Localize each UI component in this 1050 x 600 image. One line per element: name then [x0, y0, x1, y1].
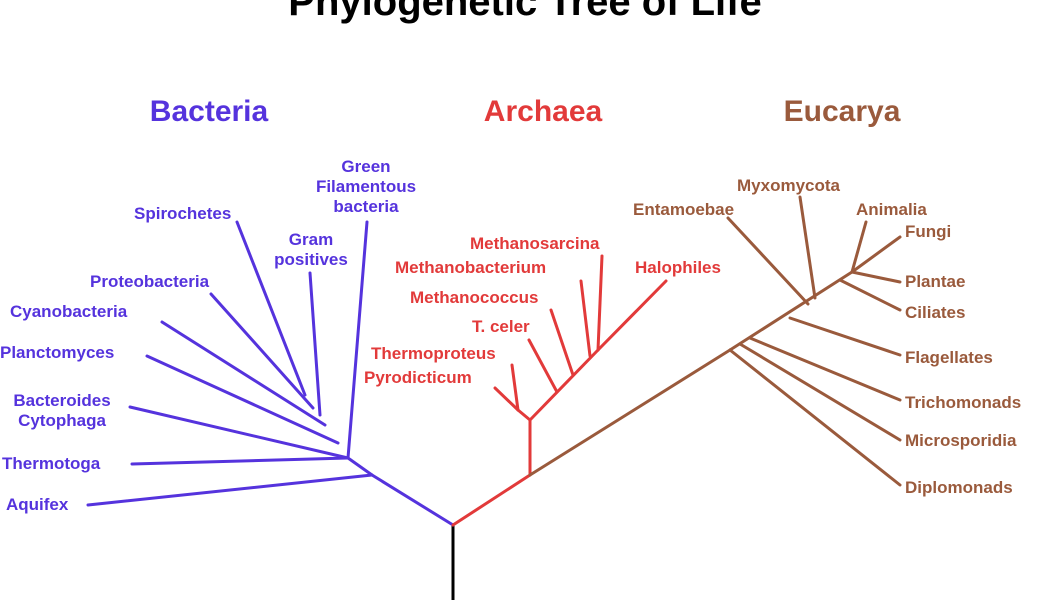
label-thermoproteus: Thermoproteus [371, 344, 496, 363]
label-planctomyces: Planctomyces [0, 343, 115, 362]
label-flagellates: Flagellates [905, 348, 993, 367]
label-aquifex: Aquifex [6, 495, 69, 514]
branch-fungi [850, 235, 902, 274]
branch-thermoproteus-tip [510, 363, 520, 412]
label-methanosarcina: Methanosarcina [470, 234, 600, 253]
branch-microsporidia [738, 342, 902, 442]
domain-label-archaea: Archaea [483, 95, 603, 128]
label-green-filamentous-bacteria: Green Filamentous bacteria [315, 157, 417, 216]
archaea-branches [451, 254, 668, 527]
branch-trichomonads [748, 336, 902, 402]
label-gram-positives: Gram positives [274, 230, 348, 269]
branch-planctomyces [145, 354, 340, 445]
branch-bacteria-main [370, 473, 455, 527]
branch-archaea-main [451, 473, 532, 527]
label-halophiles: Halophiles [635, 258, 721, 277]
label-proteobacteria: Proteobacteria [90, 272, 210, 291]
branch-animalia [850, 220, 868, 274]
branch-ciliates [838, 278, 902, 312]
branch-t-celer [527, 338, 559, 394]
branch-archaea-inner [528, 348, 600, 422]
label-plantae: Plantae [905, 272, 966, 291]
branch-gram-positives [308, 271, 322, 417]
branch-bacteroides [128, 405, 350, 460]
domain-label-eucarya: Eucarya [783, 95, 901, 128]
label-animalia: Animalia [856, 200, 927, 219]
bacteria-branches [86, 220, 455, 527]
eucarya-branches [528, 195, 902, 487]
label-t-celer: T. celer [472, 317, 530, 336]
branch-cyanobacteria [160, 320, 327, 427]
branch-plantae [850, 270, 902, 284]
branch-pyrodicticum [493, 386, 520, 412]
branch-methanobacterium [579, 279, 592, 358]
branch-thermotoga [130, 456, 350, 466]
label-fungi: Fungi [905, 222, 952, 241]
branch-diplomonads [728, 348, 902, 487]
branch-entamoebae [726, 216, 810, 306]
branch-spirochetes [235, 220, 307, 397]
label-pyrodicticum: Pyrodicticum [364, 368, 472, 387]
label-microsporidia: Microsporidia [905, 431, 1017, 450]
branch-green-filamentous [346, 220, 369, 460]
diagram-title: Phylogenetic Tree of Life [288, 0, 762, 24]
label-entamoebae: Entamoebae [633, 200, 735, 219]
branch-eucarya-main [528, 348, 732, 477]
branch-methanococcus [549, 308, 575, 377]
branch-flagellates [788, 316, 902, 357]
label-bacteroides-cytophaga: Bacteroides Cytophaga [13, 391, 111, 430]
label-myxomycota: Myxomycota [737, 176, 840, 195]
label-methanobacterium: Methanobacterium [395, 258, 547, 277]
branch-thermoproteus [516, 408, 532, 422]
branch-bacteria-inner [346, 456, 374, 477]
label-spirochetes: Spirochetes [134, 204, 232, 223]
branch-proteobacteria [209, 292, 315, 410]
branch-methanosarcina [596, 254, 604, 352]
label-trichomonads: Trichomonads [905, 393, 1022, 412]
branch-myxomycota [798, 195, 817, 300]
label-cyanobacteria: Cyanobacteria [10, 302, 128, 321]
label-ciliates: Ciliates [905, 303, 966, 322]
label-diplomonads: Diplomonads [905, 478, 1013, 497]
label-thermotoga: Thermotoga [2, 454, 101, 473]
branch-aquifex [86, 473, 374, 507]
branch-halophiles [596, 279, 668, 352]
domain-label-bacteria: Bacteria [149, 95, 269, 128]
label-methanococcus: Methanococcus [410, 288, 539, 307]
